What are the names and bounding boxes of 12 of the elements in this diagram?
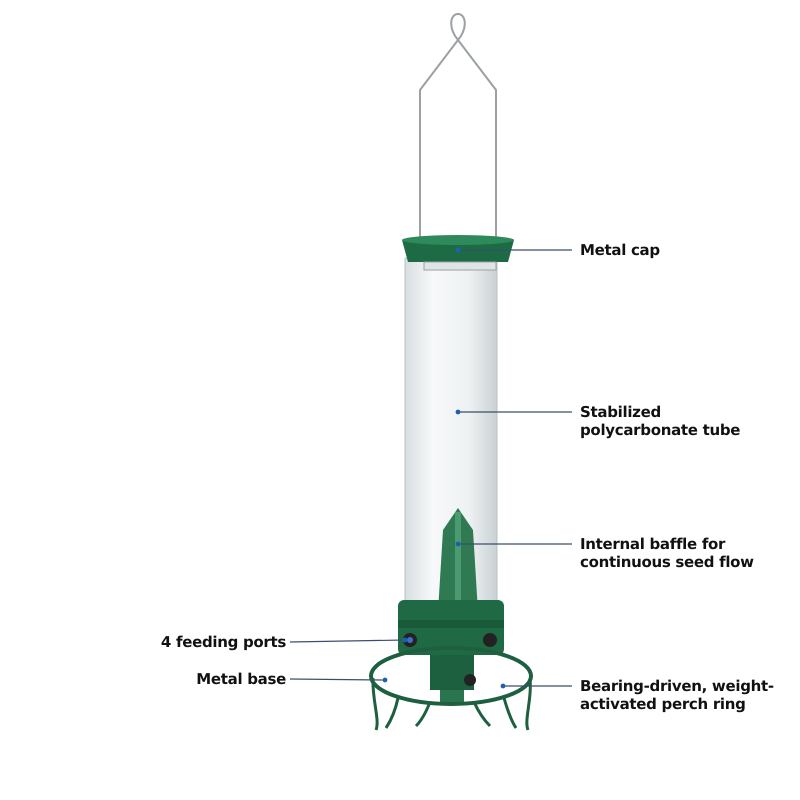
callout-label: Internal baffle for continuous seed flow (580, 535, 780, 571)
callout-label: Metal cap (580, 241, 740, 259)
leader-line (456, 410, 572, 414)
leader-line (456, 248, 572, 252)
leader-line (456, 542, 572, 546)
leader-line (290, 678, 388, 682)
callout-label: 4 feeding ports (120, 633, 286, 651)
leader-line (500, 684, 572, 688)
leader-line (290, 638, 408, 643)
callout-label: Metal base (120, 670, 286, 688)
callout-label: Bearing-driven, weight-activated perch ring (580, 677, 780, 713)
callout-label: Stabilized polycarbonate tube (580, 403, 780, 439)
